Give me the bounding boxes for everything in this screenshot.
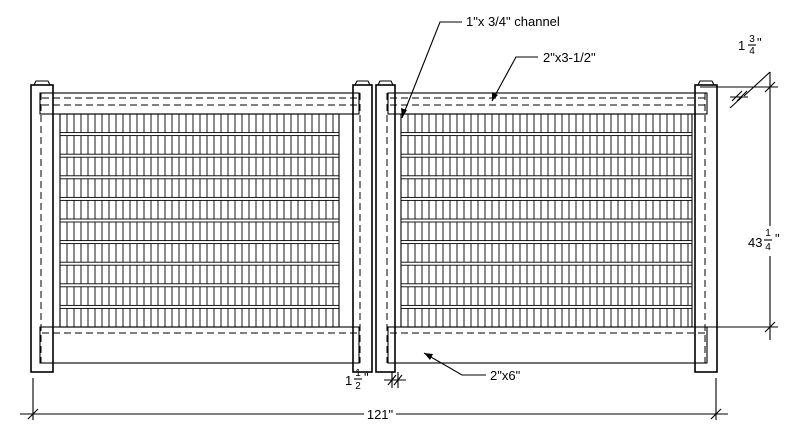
overall-width-dimension: 121" bbox=[20, 378, 728, 422]
post-gap-dimension: 1 1 2 " bbox=[345, 368, 406, 392]
svg-text:3: 3 bbox=[749, 34, 755, 45]
svg-text:": " bbox=[757, 35, 762, 50]
post-left bbox=[30, 84, 54, 373]
rail-offset-whole: 1 bbox=[738, 38, 745, 53]
channel-label: 1"x 3/4" channel bbox=[466, 14, 560, 29]
fence-structure bbox=[30, 80, 718, 373]
panel-height-whole: 43 bbox=[748, 235, 762, 250]
post-center-right bbox=[375, 84, 396, 373]
rail-offset-dimension: 1 3 4 " bbox=[729, 34, 771, 109]
top-rail-callout: 2"x3-1/2" bbox=[491, 50, 596, 102]
bottom-rail-left bbox=[39, 326, 360, 364]
channel-callout: 1"x 3/4" channel bbox=[401, 14, 560, 119]
fence-panel-right bbox=[387, 92, 708, 364]
post-right bbox=[694, 84, 718, 373]
bottom-rail-callout: 2"x6" bbox=[423, 352, 521, 383]
svg-text:": " bbox=[775, 231, 780, 246]
post-center-left bbox=[352, 84, 373, 373]
svg-text:1: 1 bbox=[765, 228, 771, 239]
panel-height-dimension: 43 1 4 " bbox=[697, 72, 780, 340]
svg-text:1: 1 bbox=[355, 368, 361, 379]
bottom-rail-right bbox=[387, 326, 708, 364]
top-rail-right bbox=[387, 92, 708, 115]
svg-text:4: 4 bbox=[765, 242, 771, 253]
lattice-slats-left bbox=[59, 114, 340, 327]
svg-text:4: 4 bbox=[749, 46, 755, 57]
overall-width-label: 121" bbox=[367, 407, 394, 422]
svg-text:2: 2 bbox=[355, 381, 361, 392]
post-gap-whole: 1 bbox=[345, 373, 352, 388]
lattice-slats-right bbox=[400, 114, 693, 327]
bottom-rail-label: 2"x6" bbox=[490, 368, 521, 383]
top-rail-label: 2"x3-1/2" bbox=[543, 50, 596, 65]
callouts: 1"x 3/4" channel 2"x3-1/2" 2"x6" bbox=[401, 14, 596, 383]
svg-text:": " bbox=[364, 370, 369, 385]
fence-panel-left bbox=[39, 92, 360, 364]
top-rail-left bbox=[39, 92, 360, 115]
post-caps bbox=[33, 80, 715, 86]
dimensions: 121" 43 1 4 " 1 3 4 " bbox=[20, 34, 780, 422]
